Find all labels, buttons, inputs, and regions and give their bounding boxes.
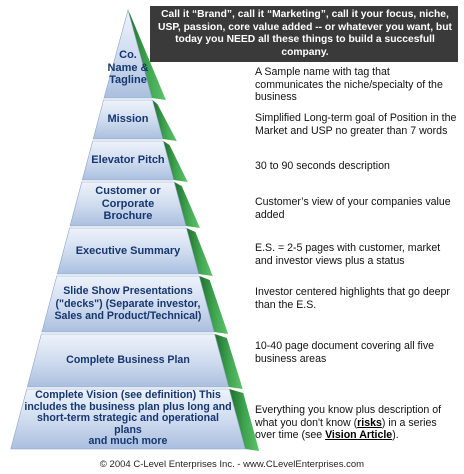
pyramid-tier-face (56, 227, 200, 275)
tier-description: 30 to 90 seconds description (255, 160, 390, 172)
tier-label: Slide Show Presentations ("decks") (Sepa… (54, 285, 202, 323)
risks-link[interactable]: risks (357, 416, 382, 429)
pyramid-tier-face (10, 388, 246, 450)
description-text: ). (392, 429, 399, 442)
pyramid-tier-side (174, 182, 200, 228)
tier-description: Everything you know plus description of … (255, 404, 460, 442)
description-text: ) in a series over time (see (255, 416, 437, 442)
pyramid-tier-side (163, 141, 188, 182)
pyramid-tier-side (214, 334, 243, 389)
description-text: Everything you know plus description of … (255, 404, 442, 429)
tier-label: Mission (107, 113, 149, 126)
tier-description: 10-40 page document covering all five bu… (255, 340, 435, 365)
pyramid-tier-face (41, 275, 215, 333)
pyramid-tier-side (186, 228, 213, 276)
copyright-footer: © 2004 C-Level Enterprises Inc. - www.CL… (99, 459, 365, 470)
pyramid-tier-face (69, 181, 187, 227)
pyramid-tier-face (92, 99, 164, 140)
headline-text: Call it “Brand”, call it “Marketing”, ca… (158, 9, 452, 58)
headline-banner: Call it “Brand”, call it “Marketing”, ca… (150, 6, 458, 62)
tier-label: Customer or Corporate Brochure (95, 185, 161, 223)
pyramid-tier-side (229, 389, 260, 451)
tier-label: Co. Name & Tagline (107, 49, 149, 87)
tier-description: Investor centered highlights that go dee… (255, 286, 450, 311)
tier-description: E.S. = 2-5 pages with customer, market a… (255, 242, 441, 267)
pyramid-tier-side (152, 100, 177, 141)
tier-description: A Sample name with tag that communicates… (255, 66, 443, 104)
pyramid-tier-face (103, 8, 153, 99)
pyramid-tier-face (26, 333, 230, 388)
tier-description: Simplified Long-term goal of Position in… (255, 112, 457, 137)
tier-label: Elevator Pitch (91, 154, 165, 167)
tier-label: Complete Business Plan (66, 354, 190, 367)
tier-description: Customer’s view of your companies value … (255, 196, 451, 221)
vision-article-link[interactable]: Vision Article (325, 429, 393, 442)
tier-label: Complete Vision (see definition) This in… (24, 389, 232, 448)
pyramid-tier-side (128, 10, 166, 100)
tier-label: Executive Summary (75, 244, 181, 257)
pyramid-tier-side (199, 276, 229, 334)
pyramid-tier-face (81, 140, 175, 181)
